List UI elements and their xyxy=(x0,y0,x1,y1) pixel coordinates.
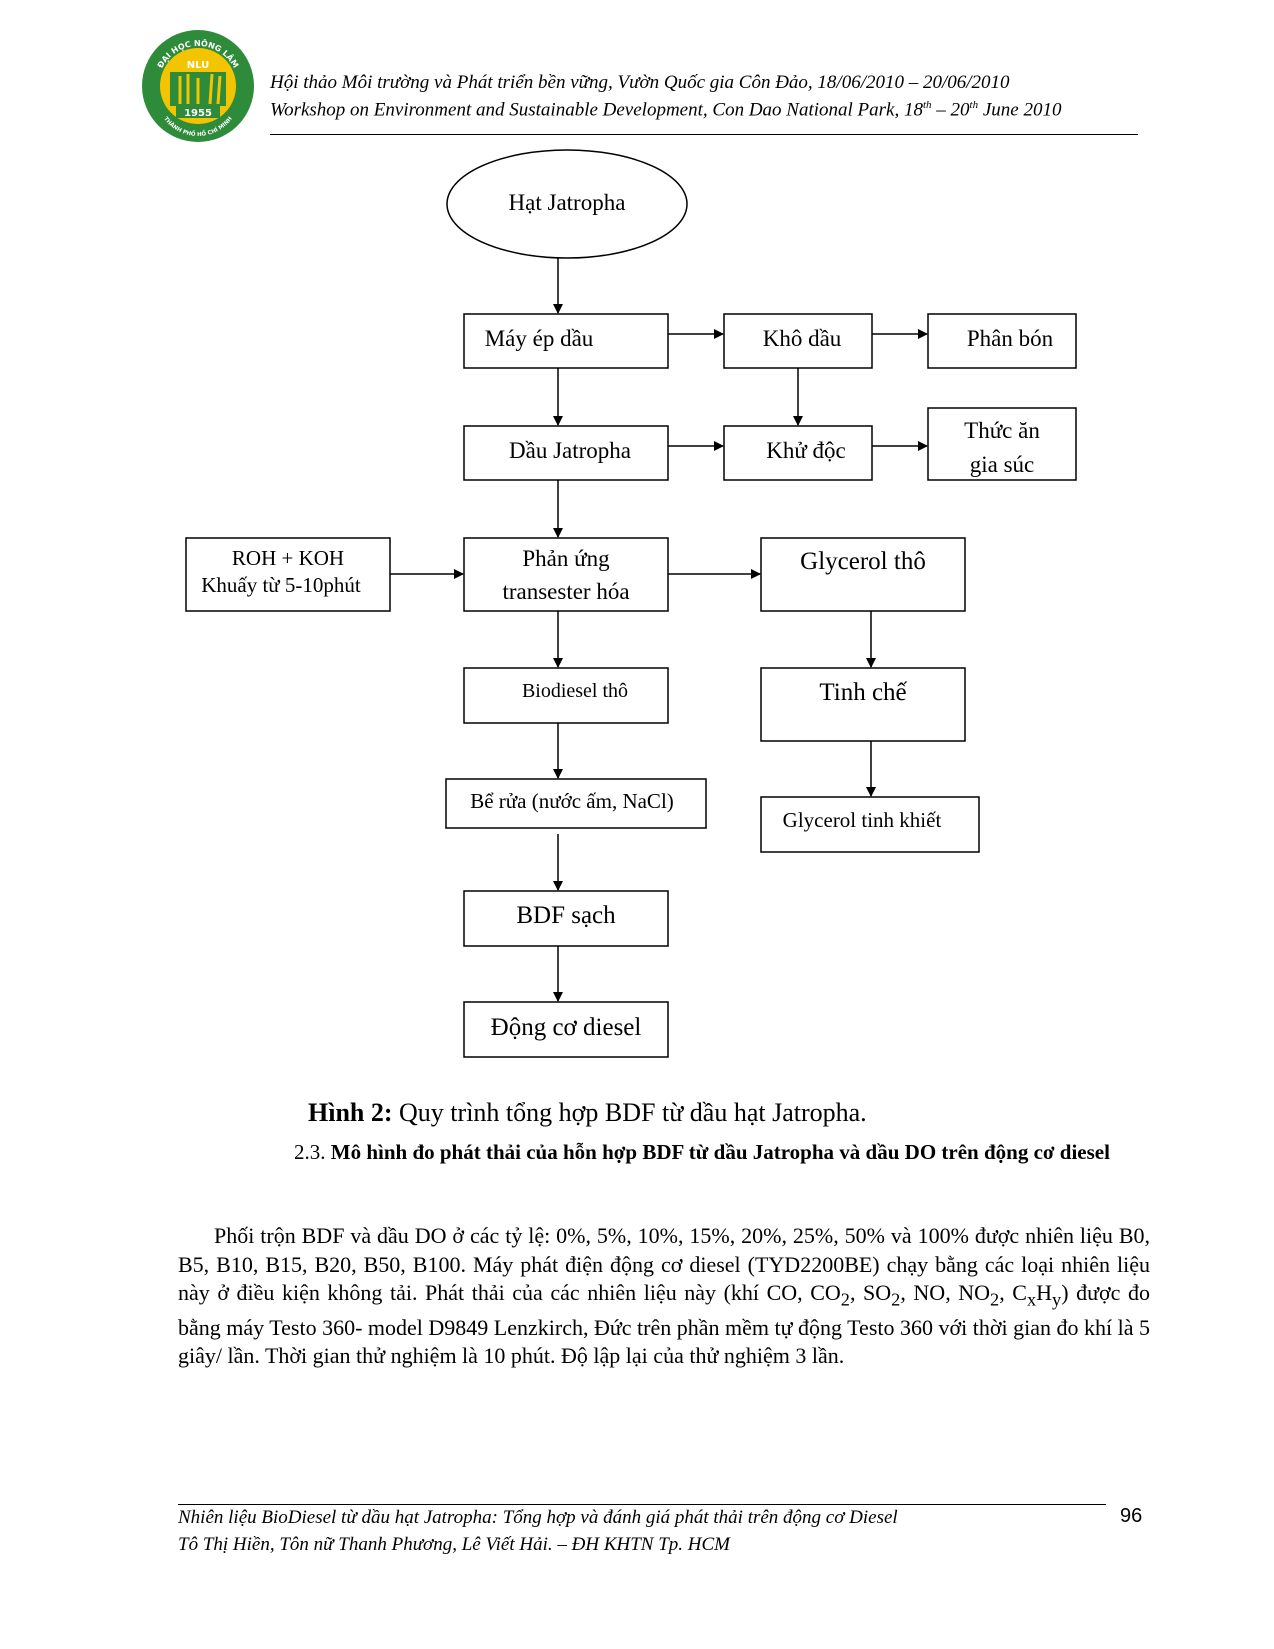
node-be-rua xyxy=(445,778,707,829)
label-may-ep-dau: Máy ép dầu xyxy=(485,326,594,351)
footer-article-title: Nhiên liệu BioDiesel từ dầu hạt Jatropha… xyxy=(178,1507,898,1528)
label-biodiesel-tho: Biodiesel thô xyxy=(522,680,628,702)
label-hat-jatropha: Hạt Jatropha xyxy=(509,190,626,215)
body-paragraph: Phối trộn BDF và dầu DO ở các tỷ lệ: 0%,… xyxy=(178,1223,1150,1369)
node-dau-jatropha xyxy=(463,425,669,481)
label-phan-ung-2: transester hóa xyxy=(502,579,629,604)
label-khu-doc: Khử độc xyxy=(766,438,846,463)
figure-caption: Hình 2: Quy trình tổng hợp BDF từ dầu hạ… xyxy=(308,1098,867,1127)
node-dong-co-diesel xyxy=(463,1001,669,1058)
node-biodiesel-tho xyxy=(463,667,669,724)
label-be-rua: Bể rửa (nước ấm, NaCl) xyxy=(470,789,674,813)
section-heading: 2.3. Mô hình đo phát thải của hỗn hợp BD… xyxy=(294,1140,1110,1164)
footer-authors: Tô Thị Hiền, Tôn nữ Thanh Phương, Lê Viế… xyxy=(178,1534,731,1555)
label-phan-bon: Phân bón xyxy=(967,326,1054,351)
node-phan-bon xyxy=(927,313,1077,369)
label-thuc-an-1: Thức ăn xyxy=(964,418,1040,443)
label-bdf-sach: BDF sạch xyxy=(516,902,616,929)
label-glycerol-tinh-khiet: Glycerol tinh khiết xyxy=(783,808,942,832)
label-dau-jatropha: Dầu Jatropha xyxy=(509,438,631,463)
label-glycerol-tho: Glycerol thô xyxy=(800,548,926,575)
logo-year: 1955 xyxy=(184,108,212,119)
node-glycerol-tinh-khiet xyxy=(760,796,980,853)
node-hat-jatropha xyxy=(446,149,688,259)
university-logo: 1955 NLU ĐẠI HỌC NÔNG LÂM THÀNH PHỐ HỒ C… xyxy=(142,30,254,142)
label-roh-koh-2: Khuấy từ 5-10phút xyxy=(201,573,361,597)
flowchart: Hạt Jatropha Máy ép dầu Khô dầu Phân bón… xyxy=(185,149,1077,1058)
node-may-ep-dau xyxy=(463,313,669,369)
header-title-en: Workshop on Environment and Sustainable … xyxy=(270,99,1062,121)
page-number: 96 xyxy=(1120,1505,1143,1527)
label-kho-dau: Khô dầu xyxy=(763,326,842,351)
node-khu-doc xyxy=(723,425,873,481)
footer-divider xyxy=(178,1504,1106,1505)
label-roh-koh-1: ROH + KOH xyxy=(232,546,344,570)
label-dong-co-diesel: Động cơ diesel xyxy=(491,1014,642,1041)
label-phan-ung-1: Phản ứng xyxy=(522,546,610,571)
node-thuc-an xyxy=(927,407,1077,481)
node-tinh-che xyxy=(760,667,966,742)
logo-center-text: NLU xyxy=(187,60,210,71)
node-glycerol-tho xyxy=(760,537,966,612)
label-tinh-che: Tinh chế xyxy=(819,679,907,706)
label-thuc-an-2: gia súc xyxy=(970,452,1035,477)
header-title-vi: Hội thảo Môi trường và Phát triển bền vữ… xyxy=(270,72,1010,93)
header-divider xyxy=(270,134,1138,135)
node-bdf-sach xyxy=(463,890,669,947)
